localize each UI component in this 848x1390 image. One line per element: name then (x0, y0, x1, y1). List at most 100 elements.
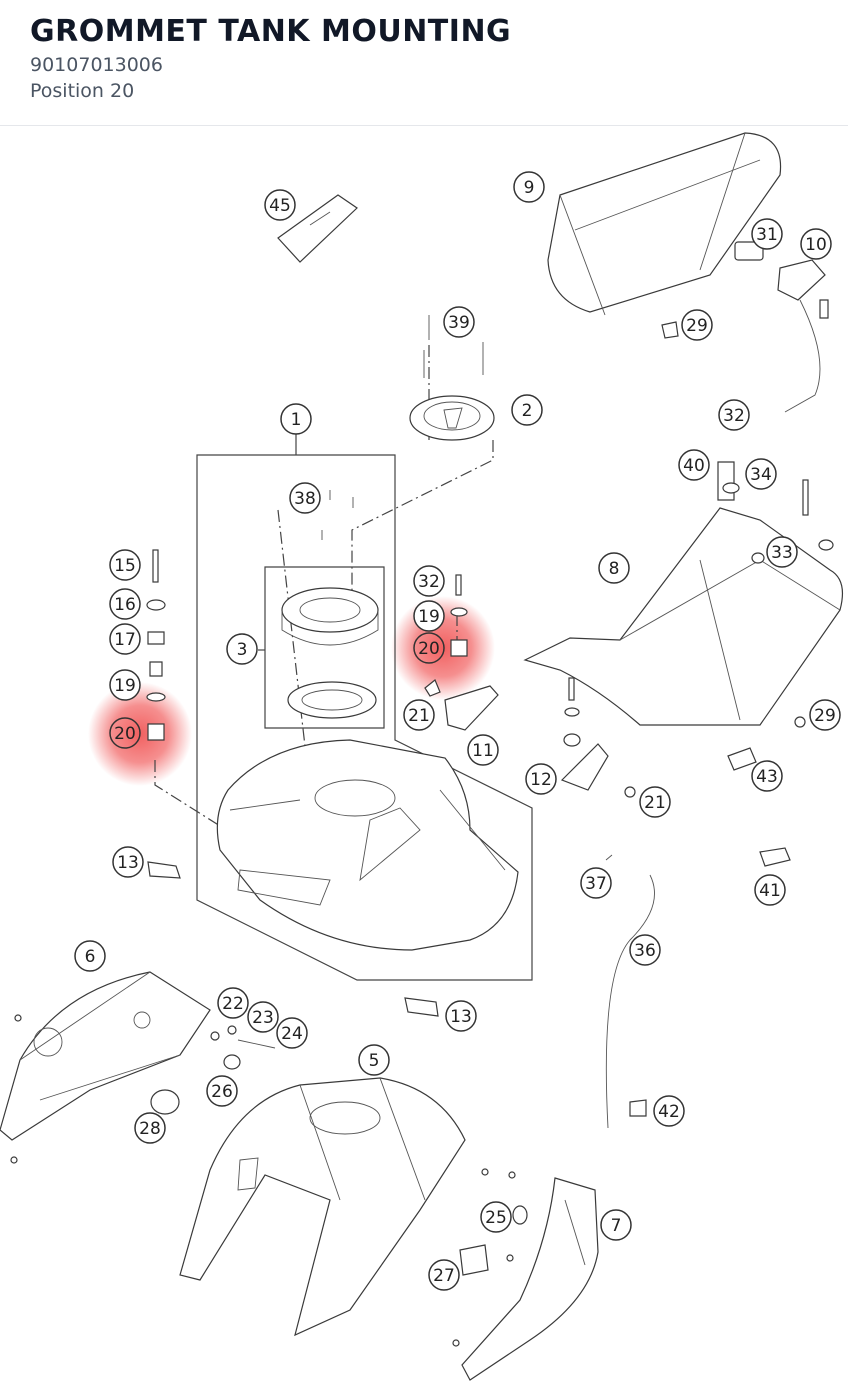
callout-label[interactable]: 29 (681, 309, 713, 341)
callout-circle (413, 632, 445, 664)
callout-label[interactable]: 13 (112, 846, 144, 878)
callout-circle (247, 1001, 279, 1033)
callout-label-highlighted[interactable]: 20 (413, 632, 445, 664)
callout-circle (109, 717, 141, 749)
callout-label[interactable]: 12 (525, 763, 557, 795)
left-fastener-stack (146, 549, 166, 741)
callout-number: 40 (683, 456, 705, 476)
callout-number: 32 (418, 572, 440, 592)
callout-label[interactable]: 16 (109, 588, 141, 620)
callout-number: 13 (450, 1007, 472, 1027)
callout-label[interactable]: 33 (766, 536, 798, 568)
callout-number: 42 (658, 1102, 680, 1122)
callout-circle (413, 600, 445, 632)
callout-label[interactable]: 26 (206, 1075, 238, 1107)
callout-circle (74, 940, 106, 972)
callout-circle (217, 987, 249, 1019)
callout-label[interactable]: 28 (134, 1112, 166, 1144)
callout-label[interactable]: 34 (745, 458, 777, 490)
callout-label[interactable]: 37 (580, 867, 612, 899)
callout-circle (678, 449, 710, 481)
callout-number: 15 (114, 556, 136, 576)
callout-label[interactable]: 24 (276, 1017, 308, 1049)
callout-label[interactable]: 21 (639, 786, 671, 818)
callout-label[interactable]: 43 (751, 760, 783, 792)
callout-circle (112, 846, 144, 878)
callout-circle (639, 786, 671, 818)
callout-label[interactable]: 32 (718, 399, 750, 431)
rubber-pads (147, 861, 439, 1017)
callout-number: 27 (433, 1266, 455, 1286)
callout-number: 21 (408, 706, 430, 726)
callout-circle (754, 874, 786, 906)
position-label: Position 20 (30, 80, 135, 102)
callout-number: 37 (585, 874, 607, 894)
callout-label[interactable]: 21 (403, 699, 435, 731)
callout-label[interactable]: 3 (226, 633, 258, 665)
lock-bracket-part (661, 241, 829, 413)
callout-label[interactable]: 31 (751, 218, 783, 250)
callout-label[interactable]: 29 (809, 699, 841, 731)
key-tag-part (277, 194, 358, 263)
callout-number: 33 (771, 543, 793, 563)
exploded-parts-diagram: 4593110293921324034383381516171920332192… (0, 132, 843, 1381)
callout-label[interactable]: 19 (413, 600, 445, 632)
callout-circle (276, 1017, 308, 1049)
callout-number: 22 (222, 994, 244, 1014)
small-fittings (150, 1025, 276, 1115)
callout-number: 28 (139, 1119, 161, 1139)
callout-label[interactable]: 45 (264, 189, 296, 221)
callout-circle (629, 934, 661, 966)
callout-label[interactable]: 36 (629, 934, 661, 966)
callout-circle (289, 482, 321, 514)
callout-circle (413, 565, 445, 597)
callout-label[interactable]: 22 (217, 987, 249, 1019)
callout-label[interactable]: 32 (413, 565, 445, 597)
callout-number: 29 (686, 316, 708, 336)
callout-label[interactable]: 38 (289, 482, 321, 514)
callout-circle (598, 552, 630, 584)
callout-label[interactable]: 27 (428, 1259, 460, 1291)
callout-label[interactable]: 19 (109, 669, 141, 701)
callout-label[interactable]: 1 (280, 403, 312, 435)
callout-circle (467, 734, 499, 766)
callout-label[interactable]: 39 (443, 306, 475, 338)
callout-label[interactable]: 8 (598, 552, 630, 584)
callout-number: 32 (723, 406, 745, 426)
callout-label[interactable]: 42 (653, 1095, 685, 1127)
callout-number: 8 (609, 559, 620, 579)
callout-label-highlighted[interactable]: 20 (109, 717, 141, 749)
callout-label[interactable]: 2 (511, 394, 543, 426)
callout-number: 41 (759, 881, 781, 901)
tank-cover-part (179, 1077, 466, 1337)
callout-circle (428, 1259, 460, 1291)
callout-number: 11 (472, 741, 494, 761)
callout-circle (109, 669, 141, 701)
rear-seat (547, 132, 782, 316)
callout-label[interactable]: 23 (247, 1001, 279, 1033)
callout-label[interactable]: 15 (109, 549, 141, 581)
callout-label[interactable]: 7 (600, 1209, 632, 1241)
callout-label[interactable]: 41 (754, 874, 786, 906)
callout-number: 23 (252, 1008, 274, 1028)
callout-circle (403, 699, 435, 731)
callout-number: 34 (750, 465, 772, 485)
callout-circle (800, 228, 832, 260)
callout-circle (280, 403, 312, 435)
callout-label[interactable]: 10 (800, 228, 832, 260)
callout-label[interactable]: 13 (445, 1000, 477, 1032)
callout-label[interactable]: 40 (678, 449, 710, 481)
right-fastener-stack (424, 574, 499, 731)
callout-label[interactable]: 17 (109, 623, 141, 655)
callout-number: 7 (611, 1216, 622, 1236)
callout-label[interactable]: 5 (358, 1044, 390, 1076)
callout-number: 43 (756, 767, 778, 787)
callout-label[interactable]: 6 (74, 940, 106, 972)
callout-label[interactable]: 25 (480, 1201, 512, 1233)
callout-label[interactable]: 11 (467, 734, 499, 766)
callout-number: 1 (291, 410, 302, 430)
callout-number: 24 (281, 1024, 303, 1044)
callout-label[interactable]: 9 (513, 171, 545, 203)
fuel-pump-ring-part (281, 490, 379, 719)
callout-circle (766, 536, 798, 568)
